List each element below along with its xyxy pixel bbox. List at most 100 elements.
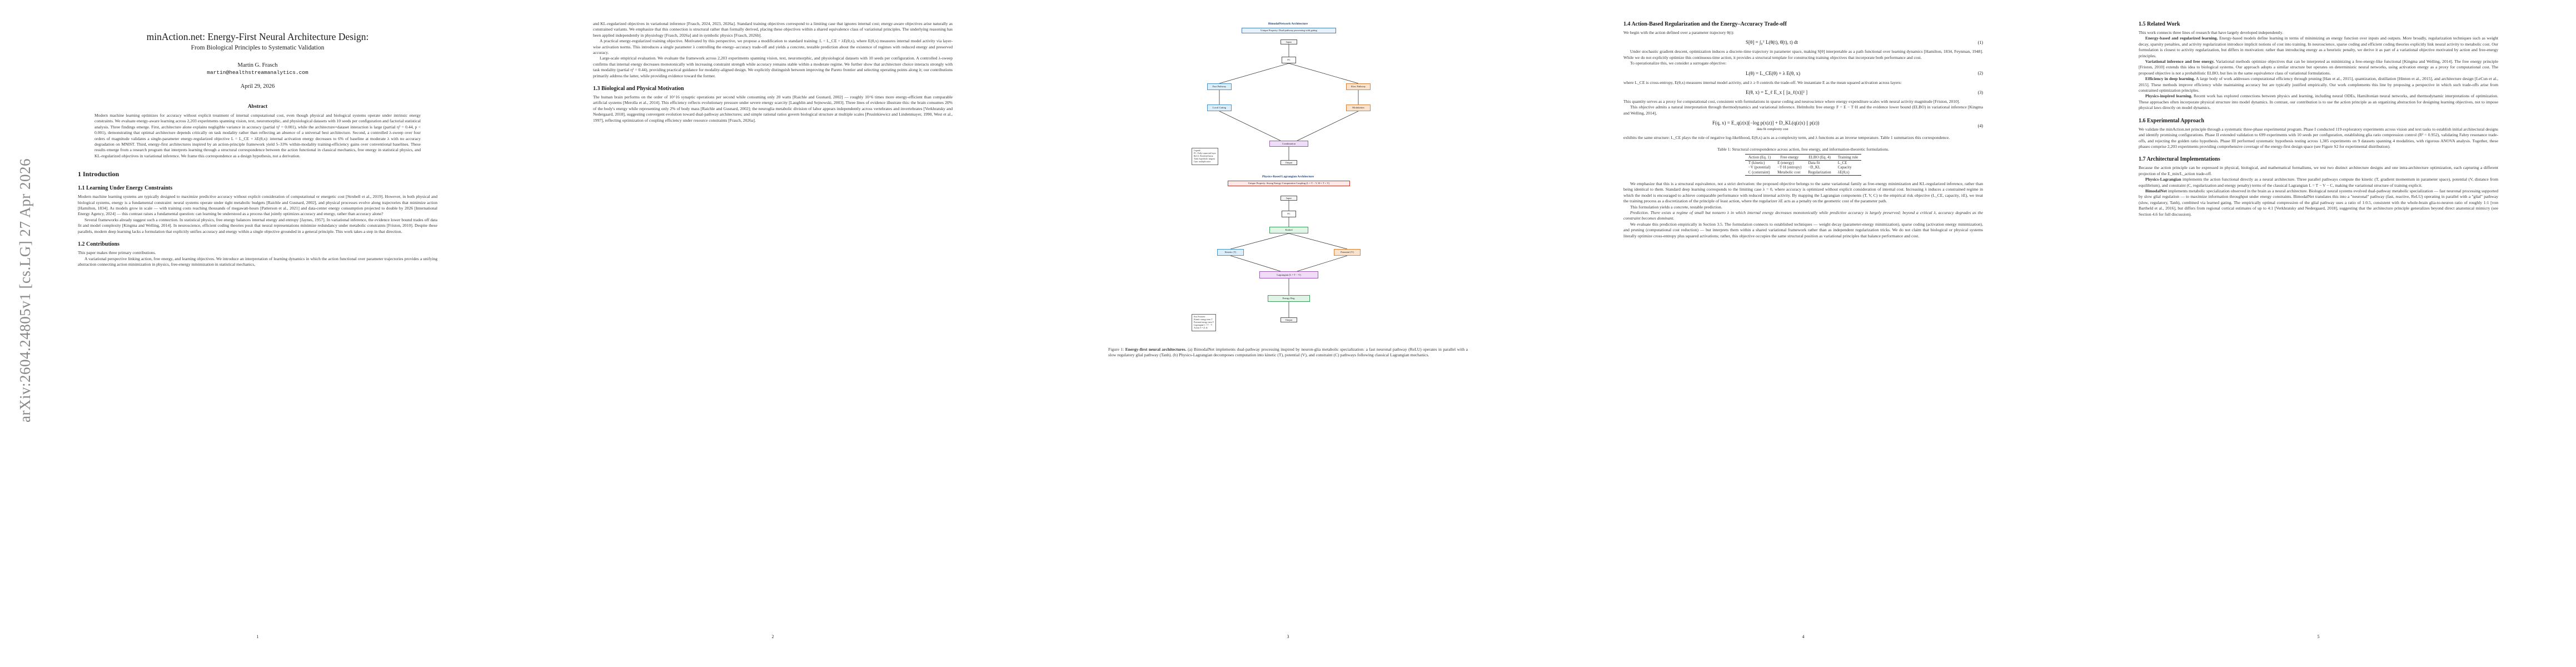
page-number: 5 xyxy=(2317,634,2320,639)
table-header-cell: ELBO (Eq. 4) xyxy=(1805,153,1835,161)
node-energy-reg: Energy Reg. xyxy=(1268,295,1310,302)
paragraph: BimodalNet implements metabolic speciali… xyxy=(2139,188,2498,217)
paragraph: This paper makes three primary contribut… xyxy=(78,250,156,256)
subsection-1-5: 1.5 Related Work xyxy=(2139,21,2180,27)
node-fc: FC xyxy=(1282,211,1296,217)
paragraph: Efficiency in deep learning. A large bod… xyxy=(2139,76,2499,93)
section-introduction: 1 Introduction xyxy=(78,170,119,178)
paper-date: April 29, 2026 xyxy=(240,83,275,89)
table-header-cell: Action (Eq. 1) xyxy=(1745,153,1775,161)
paragraph: Because the action principle can be expr… xyxy=(2139,165,2498,176)
subsection-1-4: 1.4 Action-Based Regularization and the … xyxy=(1623,21,1787,27)
diagram-connectors xyxy=(1219,44,1359,160)
figure-caption: Figure 1: Energy-first neural architectu… xyxy=(1108,347,1468,358)
paragraph: A practical energy-regularized training … xyxy=(593,38,953,56)
subsection-1-2: 1.2 Contributions xyxy=(78,241,120,248)
paragraph: We emphasize that this is a structural e… xyxy=(1623,181,1983,204)
paragraph: Large-scale empirical evaluation. We eva… xyxy=(593,56,953,78)
subsection-1-7: 1.7 Architectural Implementations xyxy=(2139,156,2220,163)
table-cell: Capacity xyxy=(1837,165,1852,170)
page-1-column: minAction.net: Energy-First Neural Archi… xyxy=(78,21,437,267)
page-5: 1.5 Related Work This work connects thre… xyxy=(2061,0,2576,667)
table-cell: λE(θ,x) xyxy=(1834,170,1862,176)
page-number: 3 xyxy=(1287,634,1289,639)
page-4-column: 1.4 Action-Based Regularization and the … xyxy=(1623,21,1983,239)
author-email[interactable]: martin@healthstreamanalytics.com xyxy=(207,69,308,76)
subsection-1-3: 1.3 Biological and Physical Motivation xyxy=(593,86,684,92)
paragraph: where L_CE is cross-entropy, E(θ,x) meas… xyxy=(1623,79,1902,85)
paragraph: Under stochastic gradient descent, optim… xyxy=(1623,49,1983,60)
table-cell: −D_KL xyxy=(1808,165,1821,170)
diagram-subtitle: Unique Property: Dual-pathway processing… xyxy=(1242,28,1336,33)
page-5-column: 1.5 Related Work This work connects thre… xyxy=(2139,21,2498,217)
paragraph: Variational inference and free energy. V… xyxy=(2139,59,2498,76)
paragraph: and KL-regularized objectives in variati… xyxy=(593,21,953,38)
paragraph: We evaluate this prediction empirically … xyxy=(1623,221,1983,238)
node-lagrangian: Lagrangian (L = T − V) xyxy=(1259,271,1318,278)
abstract-heading: Abstract xyxy=(247,104,268,109)
equation-1: S[θ] = ∫₀ᵀ L(θ(t), θ̇(t), t) dt(1) xyxy=(1746,39,1983,46)
paragraph: This work connects three lines of resear… xyxy=(2139,30,2283,35)
table-header-cell: Training rule xyxy=(1834,153,1862,161)
page-4: 1.4 Action-Based Regularization and the … xyxy=(1546,0,2061,667)
paragraph: Physics-inspired learning. Recent work h… xyxy=(2139,93,2498,111)
node-input: Input xyxy=(1280,196,1297,201)
paragraph: Prediction. There exists a regime of sma… xyxy=(1623,210,1983,221)
equation-2: L(θ) = L_CE(θ) + λ E(θ, x)(2) xyxy=(1746,70,1983,76)
diagram-title: Physics-Based Lagrangian Architecture xyxy=(1262,175,1314,178)
diagram-lagrangian: Physics-Based Lagrangian Architecture Un… xyxy=(1108,174,1468,335)
page-2-column: and KL-regularized objectives in variati… xyxy=(593,21,953,123)
paper-author: Martin G. Frasch xyxy=(237,62,278,68)
node-slow-pathway: Slow Pathway xyxy=(1346,83,1371,90)
page-3: BimodalNetwork Architecture Unique Prope… xyxy=(1030,0,1546,667)
arxiv-stamp: arXiv:2604.24805v1 [cs.LG] 27 Apr 2026 xyxy=(17,158,33,422)
paragraph: This quantity serves as a proxy for comp… xyxy=(1623,99,1960,104)
node-combination: Combination xyxy=(1269,141,1308,147)
table-header-cell: Free energy xyxy=(1774,153,1805,161)
table-cell: E (energy) xyxy=(1777,160,1794,165)
diagram-bimodalnet: BimodalNetwork Architecture Unique Prope… xyxy=(1108,21,1468,171)
equation-4: F(q, x) = E_q(z|x)[−log p(x|z)] + D_KL(q… xyxy=(1712,120,1983,132)
diagram-title: BimodalNetwork Architecture xyxy=(1268,22,1308,26)
subsection-1-1: 1.1 Learning Under Energy Constraints xyxy=(78,185,173,192)
paragraph: Modern machine learning systems are typi… xyxy=(78,194,437,217)
diagram-legend: Legend: FC: Fully-connected layer ReLU: … xyxy=(1192,148,1218,165)
table-cell: −V (potential) xyxy=(1748,165,1771,170)
equation-3: E(θ, x) = Σ_ℓ E_x [ ||a_ℓ(x)||² ](3) xyxy=(1746,89,1983,96)
table-cell: L_CE xyxy=(1837,160,1847,165)
paragraph: This formulation yields a concrete, test… xyxy=(1630,204,1722,210)
page-2: and KL-regularized objectives in variati… xyxy=(515,0,1030,667)
node-fast-pathway: Fast Pathway xyxy=(1207,83,1232,90)
table-cell: Data fit xyxy=(1808,160,1820,165)
paper-subtitle: From Biological Principles to Systematic… xyxy=(191,44,325,51)
paragraph: Energy-based and regularized learning. E… xyxy=(2139,36,2499,58)
node-local-gating: Local Gating xyxy=(1207,104,1232,111)
paragraph: Several frameworks already suggest such … xyxy=(78,217,437,234)
paragraph: The human brain performs on the order of… xyxy=(593,94,953,123)
node-output: Output xyxy=(1280,317,1297,322)
table-cell: C (constraint) xyxy=(1745,170,1775,176)
diagram-legend: Key Features: Kinetic energy term T Pote… xyxy=(1192,314,1217,331)
node-potential: Potential (V) xyxy=(1334,249,1361,256)
node-input: Input xyxy=(1280,39,1297,44)
paragraph: To operationalize this, we consider a su… xyxy=(1630,61,1727,66)
subsection-1-6: 1.6 Experimental Approach xyxy=(2139,117,2204,124)
table-caption: Table 1: Structural correspondence acros… xyxy=(1717,146,1889,152)
node-fc: FC xyxy=(1282,57,1296,63)
table-cell: Metabolic cost xyxy=(1774,170,1805,176)
page-number: 2 xyxy=(771,634,774,639)
page-number: 1 xyxy=(256,634,259,639)
diagram-subtitle: Unique Property: Strong Energy-Computati… xyxy=(1228,181,1350,186)
paragraph: exhibits the same structure: L_CE plays … xyxy=(1623,135,1950,141)
paragraph: We begin with the action defined over a … xyxy=(1623,30,1735,35)
paragraph: We validate the minAction.net principle … xyxy=(2139,126,2498,149)
node-embed: Embed xyxy=(1269,227,1308,233)
node-output: Output xyxy=(1280,160,1297,165)
paragraph: Physics-Lagrangian implements the action… xyxy=(2139,177,2498,188)
abstract-text: Modern machine learning optimizes for ac… xyxy=(94,113,421,158)
